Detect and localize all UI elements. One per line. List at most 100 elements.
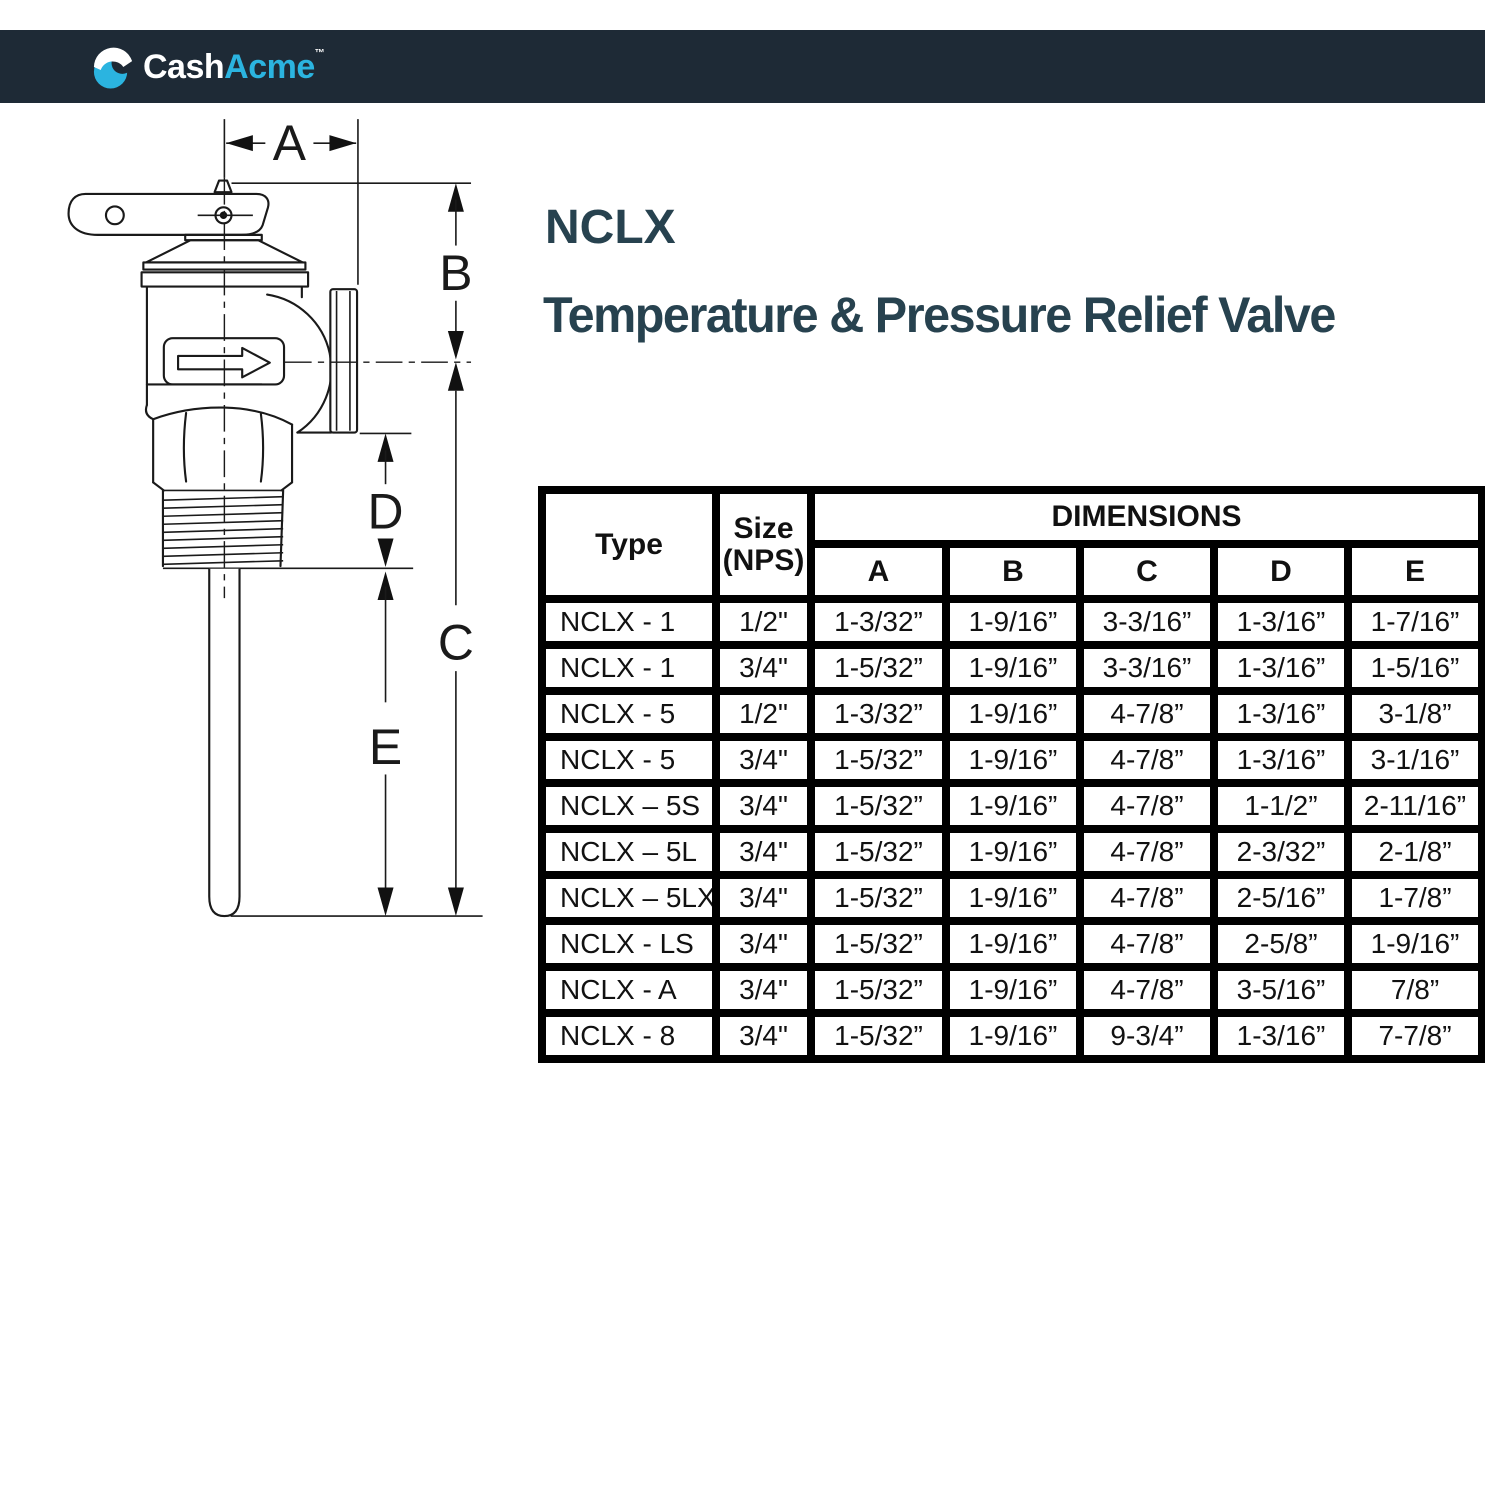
value-cell: 4-7/8”: [1076, 871, 1218, 925]
threaded-inlet: [161, 489, 414, 570]
value-cell: 4-7/8”: [1076, 963, 1218, 1017]
value-cell: 1-1/2”: [1210, 779, 1352, 833]
value-cell: 1-7/8”: [1343, 871, 1485, 925]
value-cell: 3-1/16”: [1343, 733, 1485, 787]
value-cell: 4-7/8”: [1076, 687, 1218, 741]
value-cell: 7/8”: [1343, 963, 1485, 1017]
value-cell: 7-7/8”: [1343, 1009, 1485, 1063]
valve-diagram: A B C D: [67, 115, 483, 918]
value-cell: 1-9/16”: [942, 641, 1084, 695]
value-cell: 9-3/4”: [1076, 1009, 1218, 1063]
value-cell: 2-3/32”: [1210, 825, 1352, 879]
type-cell: NCLX - 5: [538, 733, 720, 787]
value-cell: 1-9/16”: [942, 779, 1084, 833]
dim-label-b: B: [439, 245, 472, 301]
type-cell: NCLX - A: [538, 963, 720, 1017]
value-cell: 1-9/16”: [942, 825, 1084, 879]
brand-bar: CashAcme™: [0, 30, 1485, 103]
valve-stem: [213, 179, 233, 194]
value-cell: 1-5/32”: [807, 871, 950, 925]
col-header-d: D: [1210, 540, 1352, 603]
col-header-c: C: [1076, 540, 1218, 603]
cashacme-logo: CashAcme™: [90, 41, 325, 93]
size-header-line1: Size: [733, 512, 794, 545]
wave-swirl-icon: [93, 47, 134, 89]
type-cell: NCLX - 8: [538, 1009, 720, 1063]
type-cell: NCLX - LS: [538, 917, 720, 971]
dimension-e: E: [369, 571, 402, 917]
value-cell: 1-3/16”: [1210, 1009, 1352, 1063]
value-cell: 1-9/16”: [942, 733, 1084, 787]
type-cell: NCLX – 5L: [538, 825, 720, 879]
value-cell: 2-5/8”: [1210, 917, 1352, 971]
value-cell: 3-5/16”: [1210, 963, 1352, 1017]
value-cell: 1-9/16”: [1343, 917, 1485, 971]
type-cell: NCLX – 5S: [538, 779, 720, 833]
value-cell: 1-5/32”: [807, 963, 950, 1017]
col-header-b: B: [942, 540, 1084, 603]
dimension-b: B: [439, 183, 473, 391]
value-cell: 3/4": [712, 871, 815, 925]
value-cell: 1/2": [712, 687, 815, 741]
brand-name: CashAcme™: [143, 47, 325, 87]
value-cell: 3/4": [712, 733, 815, 787]
type-cell: NCLX - 5: [538, 687, 720, 741]
value-cell: 3/4": [712, 825, 815, 879]
value-cell: 3-3/16”: [1076, 595, 1218, 649]
value-cell: 1-5/32”: [807, 779, 950, 833]
size-header-line2: (NPS): [722, 543, 805, 577]
product-title: Temperature & Pressure Relief Valve: [543, 287, 1336, 343]
col-header-size: Size(NPS): [712, 486, 815, 603]
value-cell: 1-3/16”: [1210, 595, 1352, 649]
col-header-a: A: [807, 540, 950, 603]
value-cell: 1-5/32”: [807, 733, 950, 787]
value-cell: 1-5/16”: [1343, 641, 1485, 695]
value-cell: 4-7/8”: [1076, 917, 1218, 971]
value-cell: 1-9/16”: [942, 1009, 1084, 1063]
value-cell: 1/2": [712, 595, 815, 649]
value-cell: 3-3/16”: [1076, 641, 1218, 695]
value-cell: 3/4": [712, 917, 815, 971]
trademark-symbol: ™: [314, 47, 325, 59]
dimension-c: C: [438, 390, 474, 917]
dim-label-c: C: [438, 615, 474, 671]
value-cell: 2-11/16”: [1343, 779, 1485, 833]
brand-acme: Acme: [224, 47, 315, 86]
value-cell: 1-5/32”: [807, 1009, 950, 1063]
value-cell: 3/4": [712, 1009, 815, 1063]
value-cell: 1-5/32”: [807, 825, 950, 879]
value-cell: 2-5/16”: [1210, 871, 1352, 925]
model-name: NCLX: [545, 201, 676, 254]
value-cell: 1-5/32”: [807, 641, 950, 695]
value-cell: 4-7/8”: [1076, 779, 1218, 833]
value-cell: 3/4": [712, 963, 815, 1017]
flow-arrow-icon: [177, 346, 271, 379]
dim-label-d: D: [368, 484, 404, 540]
brand-cash: Cash: [143, 47, 225, 86]
dimensions-table: Type Size(NPS) DIMENSIONS A B C D E NCLX…: [538, 486, 1485, 1063]
col-header-type: Type: [538, 486, 720, 603]
value-cell: 1-9/16”: [942, 687, 1084, 741]
type-cell: NCLX – 5LX: [538, 871, 720, 925]
col-header-e: E: [1343, 540, 1485, 603]
value-cell: 1-3/16”: [1210, 733, 1352, 787]
lever-hole: [104, 205, 125, 226]
value-cell: 1-9/16”: [942, 595, 1084, 649]
test-lever: [67, 192, 270, 236]
dim-label-a: A: [273, 115, 307, 171]
value-cell: 1-3/16”: [1210, 641, 1352, 695]
value-cell: 1-3/32”: [807, 687, 950, 741]
value-cell: 3-1/8”: [1343, 687, 1485, 741]
outlet-flange: [329, 288, 359, 434]
type-cell: NCLX - 1: [538, 641, 720, 695]
value-cell: 1-3/32”: [807, 595, 950, 649]
hex-nut: [152, 406, 294, 426]
